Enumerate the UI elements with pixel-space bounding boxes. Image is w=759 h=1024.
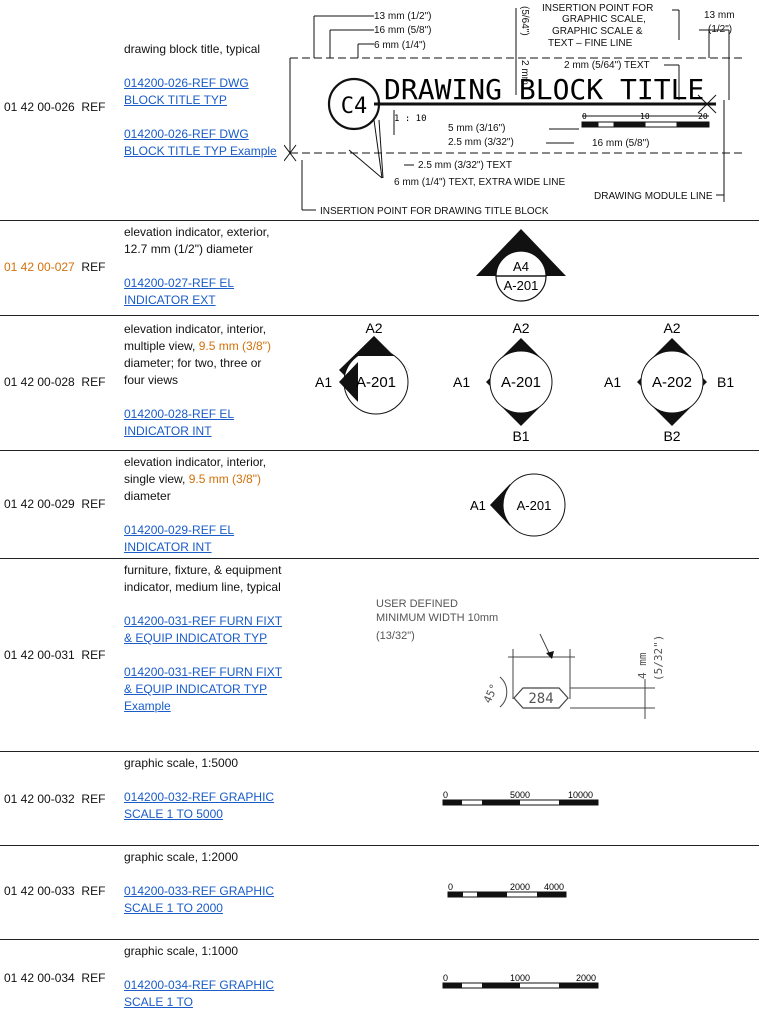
svg-text:2000: 2000 [576,973,596,983]
row-description: drawing block title, typical 014200-026-… [124,41,284,160]
svg-text:1000: 1000 [510,973,530,983]
table-row: 01 42 00-026 REF drawing block title, ty… [0,0,759,221]
table-row: 01 42 00-033 REF graphic scale, 1:2000 0… [0,846,759,940]
svg-text:45°: 45° [481,682,501,706]
svg-text:10: 10 [640,112,650,121]
drawing-block-title-figure: DRAWING BLOCK TITLE C4 1 : 10 0 10 20 13… [284,3,746,217]
svg-text:INSERTION POINT FOR: INSERTION POINT FOR [542,3,653,14]
row-description: graphic scale, 1:1000 014200-034-REF GRA… [124,943,284,1011]
svg-text:A-201: A-201 [501,374,541,391]
table-row: 01 42 00-029 REF elevation indicator, in… [0,451,759,559]
svg-text:TEXT – FINE LINE: TEXT – FINE LINE [548,38,633,49]
svg-text:6 mm (1/4") TEXT, EXTRA WIDE L: 6 mm (1/4") TEXT, EXTRA WIDE LINE [394,177,566,188]
row-code: 01 42 00-031 REF [4,648,106,662]
svg-text:A-201: A-201 [356,374,396,391]
svg-text:13 mm (1/2"): 13 mm (1/2") [374,11,431,22]
svg-text:16 mm (5/8"): 16 mm (5/8") [374,25,431,36]
svg-text:6 mm (1/4"): 6 mm (1/4") [374,40,426,51]
svg-text:5 mm (3/16"): 5 mm (3/16") [448,123,505,134]
sheet-number-label: C4 [341,94,368,119]
svg-text:13 mm: 13 mm [704,10,735,21]
row-description: elevation indicator, interior, single vi… [124,454,284,556]
dwg-link[interactable]: 014200-027-REF EL INDICATOR EXT [124,276,235,307]
svg-text:0: 0 [443,973,448,983]
graphic-scale-1-1000: 0 1000 2000 [442,973,599,989]
row-code: 01 42 00-027 REF [4,260,106,274]
svg-text:A1: A1 [470,498,486,513]
scale-ratio: 1 : 10 [394,114,427,124]
dwg-link[interactable]: 014200-033-REF GRAPHIC SCALE 1 TO 2000 [124,884,275,915]
table-row: 01 42 00-028 REF elevation indicator, in… [0,316,759,451]
svg-text:5000: 5000 [510,790,530,800]
svg-text:USER DEFINED: USER DEFINED [376,598,458,610]
ffe-indicator-figure: USER DEFINED MINIMUM WIDTH 10mm (13/32")… [376,598,665,719]
row-description: furniture, fixture, & equipment indicato… [124,563,283,713]
exterior-elevation-indicator: A4 A-201 [476,229,566,302]
row-description: graphic scale, 1:2000 014200-033-REF GRA… [124,849,284,917]
dwg-link[interactable]: 014200-028-REF EL INDICATOR INT [124,407,235,438]
svg-text:INSERTION POINT FOR DRAWING TI: INSERTION POINT FOR DRAWING TITLE BLOCK [320,206,549,217]
svg-text:(1/2"): (1/2") [708,24,732,35]
svg-text:0: 0 [448,882,453,892]
dwg-link[interactable]: 014200-029-REF EL INDICATOR INT [124,523,235,554]
svg-text:DRAWING MODULE LINE: DRAWING MODULE LINE [594,191,713,202]
table-row: 01 42 00-034 REF graphic scale, 1:1000 0… [0,940,759,1024]
svg-text:A-202: A-202 [652,374,692,391]
svg-text:B1: B1 [512,428,529,444]
svg-text:A1: A1 [453,374,470,390]
svg-text:4000: 4000 [544,882,564,892]
svg-text:284: 284 [528,691,553,707]
svg-text:A2: A2 [365,320,382,336]
svg-text:2 mm (5/64") TEXT: 2 mm (5/64") TEXT [564,60,650,71]
table-row: 01 42 00-027 REF elevation indicator, ex… [0,221,759,316]
svg-text:0: 0 [582,112,587,121]
dwg-link[interactable]: 014200-026-REF DWG BLOCK TITLE TYP [124,76,249,107]
svg-text:GRAPHIC SCALE &: GRAPHIC SCALE & [552,26,643,37]
interior-elevation-indicators: A2 A1 A-201 A2 A1 B1 A-201 A2 A1 B1 B2 A… [315,320,734,444]
svg-text:A-201: A-201 [517,498,552,513]
svg-text:A-201: A-201 [504,278,539,293]
svg-text:2.5 mm (3/32"): 2.5 mm (3/32") [448,137,514,148]
dwg-link[interactable]: 014200-032-REF GRAPHIC SCALE 1 TO 5000 [124,790,275,821]
block-title-text: DRAWING BLOCK TITLE [384,73,704,106]
svg-text:2 mm: 2 mm [519,60,530,85]
svg-text:A2: A2 [512,320,529,336]
svg-text:20: 20 [698,112,708,121]
svg-text:B2: B2 [663,428,680,444]
svg-text:2.5 mm (3/32") TEXT: 2.5 mm (3/32") TEXT [418,160,512,171]
row-code: 01 42 00-034 REF [4,971,106,985]
row-description: elevation indicator, interior, multiple … [124,321,284,440]
dwg-link[interactable]: 014200-034-REF GRAPHIC SCALE 1 TO [124,978,275,1009]
svg-text:MINIMUM WIDTH 10mm: MINIMUM WIDTH 10mm [376,612,498,624]
svg-text:A4: A4 [513,259,529,274]
svg-text:A1: A1 [315,374,332,390]
svg-text:(5/64"): (5/64") [519,6,530,36]
svg-text:0: 0 [443,790,448,800]
svg-text:(13/32"): (13/32") [376,630,415,642]
row-code: 01 42 00-032 REF [4,792,106,806]
row-description: elevation indicator, exterior, 12.7 mm (… [124,224,284,309]
svg-text:2000: 2000 [510,882,530,892]
row-code: 01 42 00-029 REF [4,497,106,511]
svg-text:GRAPHIC SCALE,: GRAPHIC SCALE, [562,14,646,25]
row-code: 01 42 00-028 REF [4,375,106,389]
svg-text:(5/32"): (5/32") [652,635,665,681]
row-code: 01 42 00-033 REF [4,884,106,898]
dwg-link[interactable]: 014200-031-REF FURN FIXT & EQUIP INDICAT… [124,614,283,645]
svg-text:A2: A2 [663,320,680,336]
svg-text:4 mm: 4 mm [636,652,649,679]
row-description: graphic scale, 1:5000 014200-032-REF GRA… [124,755,284,823]
row-code: 01 42 00-026 REF [4,100,106,114]
dwg-link[interactable]: 014200-026-REF DWG BLOCK TITLE TYP Examp… [124,127,277,158]
svg-text:A1: A1 [604,374,621,390]
dwg-link[interactable]: 014200-031-REF FURN FIXT & EQUIP INDICAT… [124,665,283,713]
graphic-scale-1-5000: 0 5000 10000 [442,790,599,806]
svg-text:B1: B1 [717,374,734,390]
single-view-elevation-indicator: A1 A-201 [470,473,566,537]
graphic-scale-1-2000: 0 2000 4000 [447,882,567,898]
svg-text:10000: 10000 [568,790,593,800]
table-row: 01 42 00-031 REF furniture, fixture, & e… [0,559,759,752]
svg-text:16 mm (5/8"): 16 mm (5/8") [592,138,649,149]
table-row: 01 42 00-032 REF graphic scale, 1:5000 0… [0,752,759,846]
